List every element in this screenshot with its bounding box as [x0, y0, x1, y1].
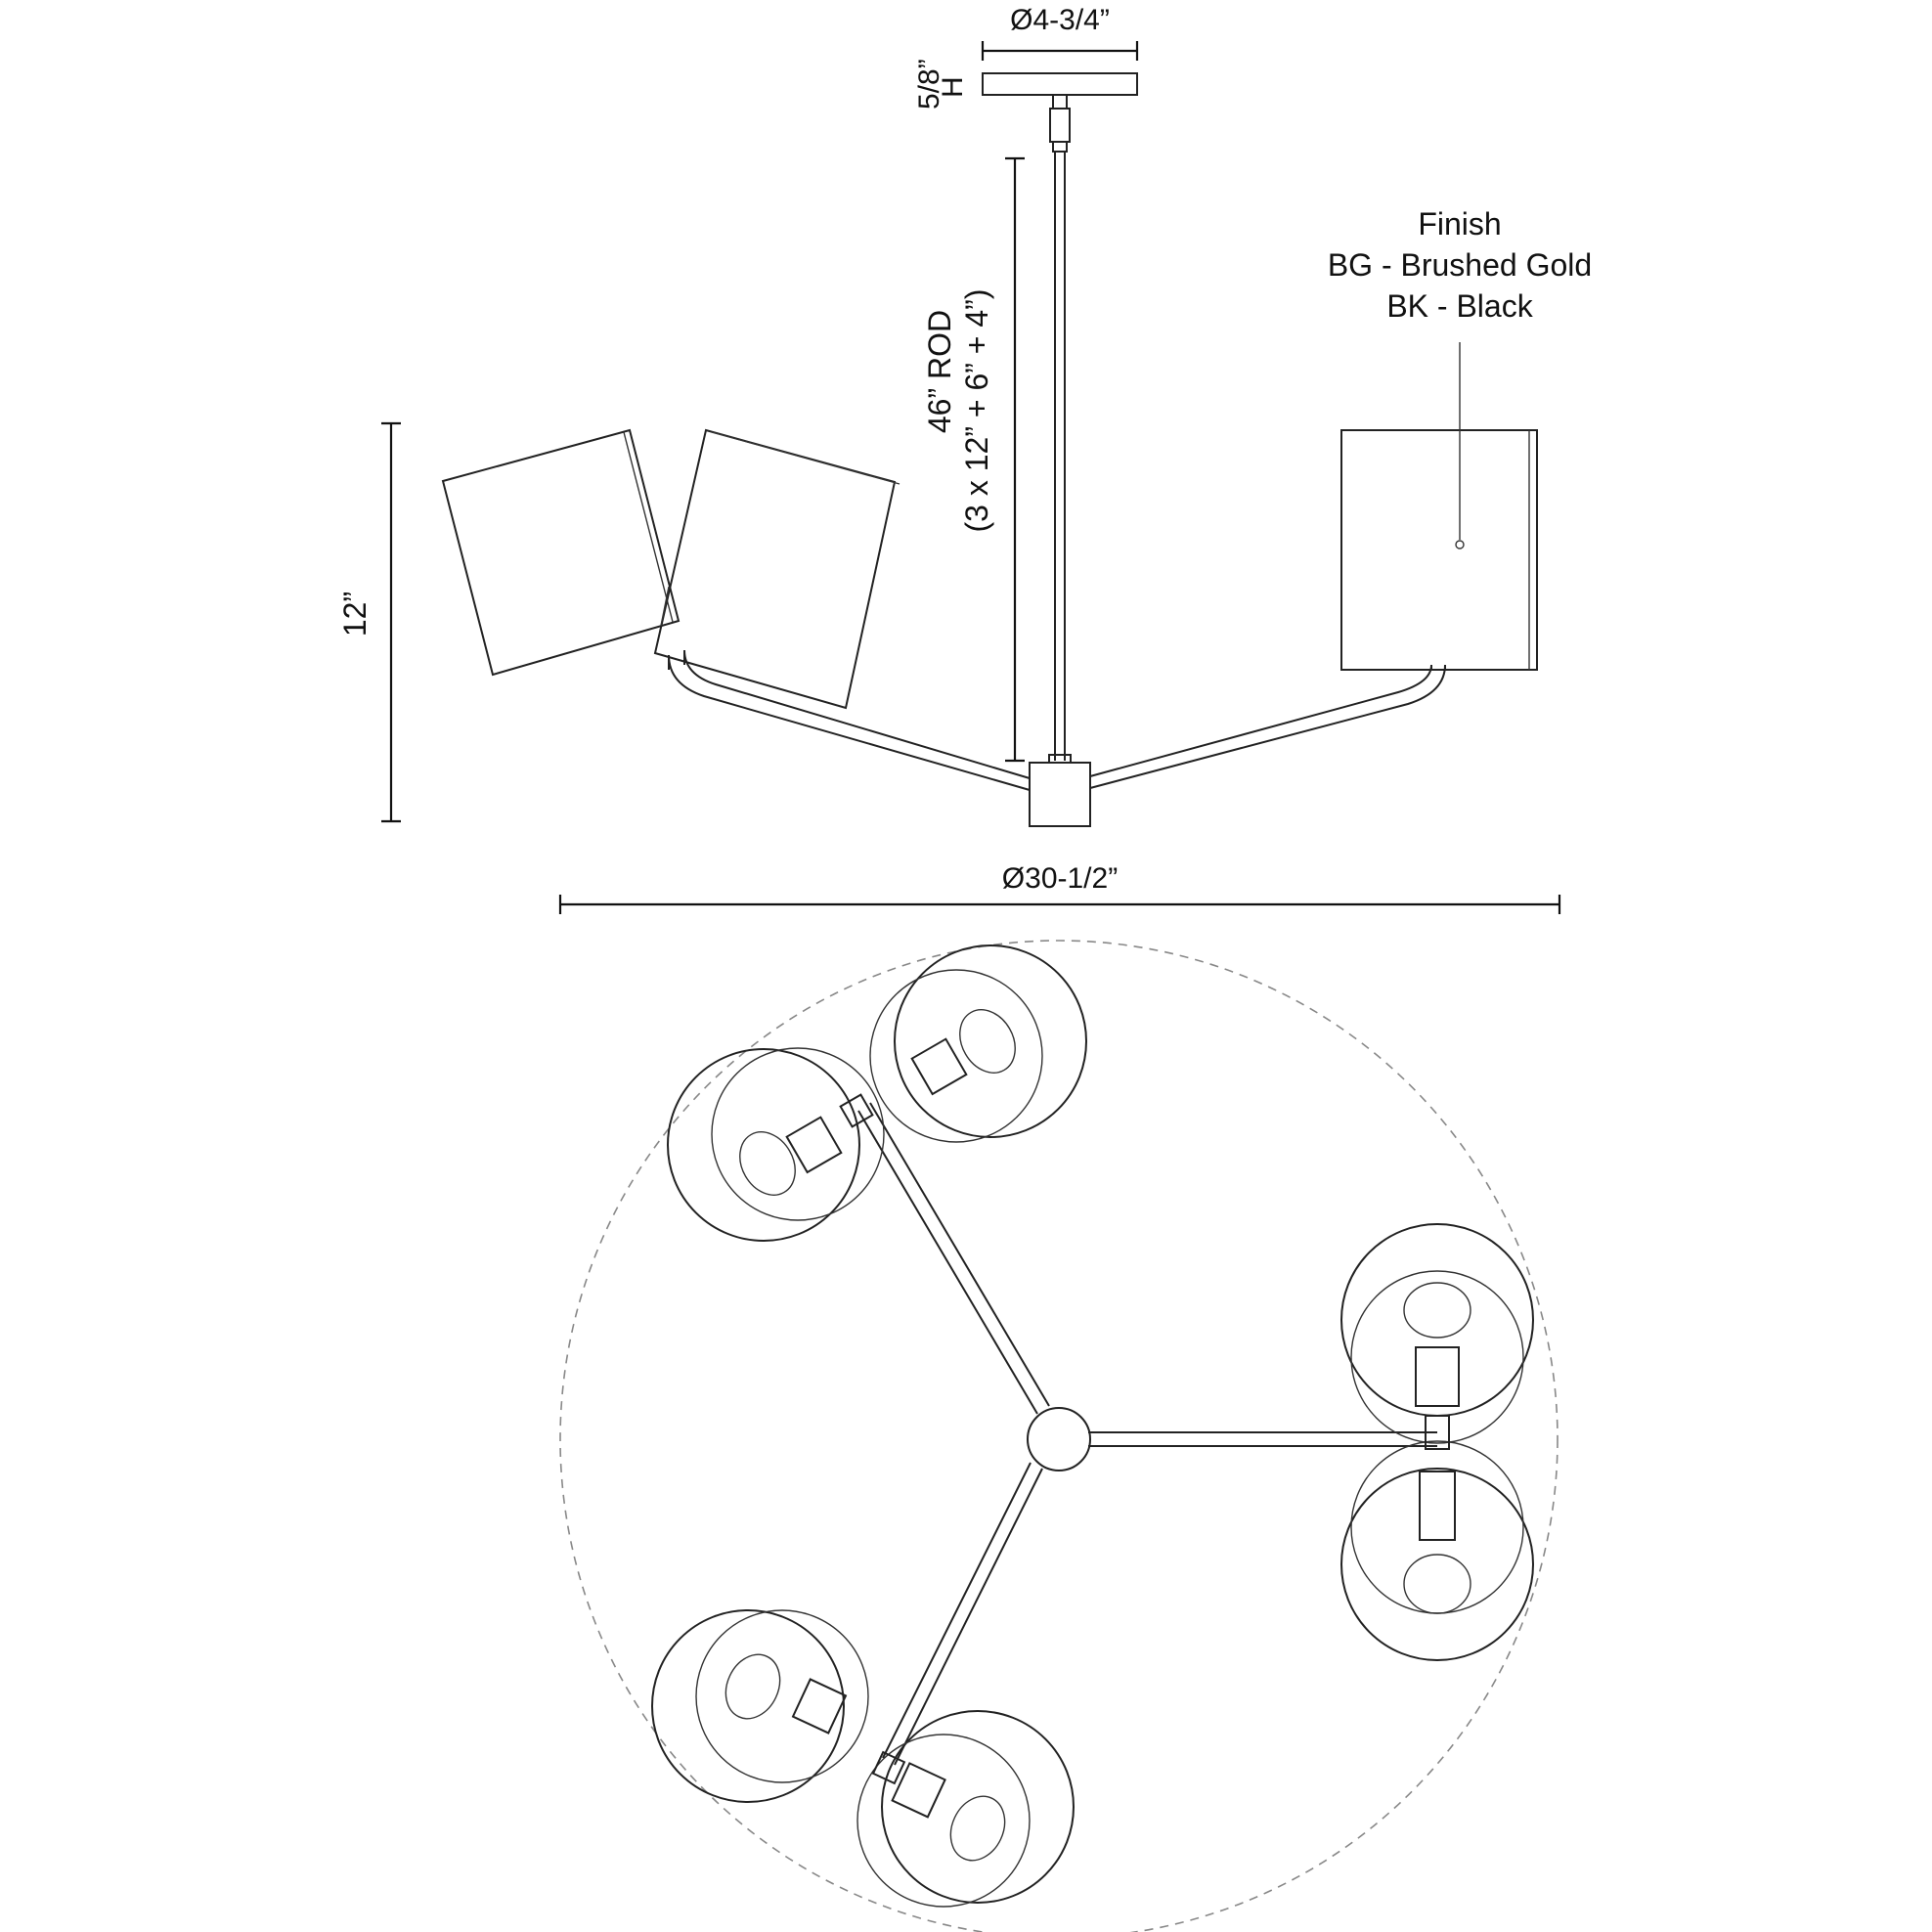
- finish-leader: [1455, 342, 1465, 549]
- right-shade: [1340, 429, 1538, 671]
- left-front-shade: [653, 428, 900, 710]
- rod-length-label: 46” ROD: [922, 310, 957, 433]
- left-back-shade: [441, 428, 681, 677]
- canopy-height-suffix: H: [937, 76, 969, 98]
- hub-cap: [1048, 754, 1072, 764]
- height-label: 12”: [337, 592, 373, 637]
- upper-left-light-pair: [667, 944, 1087, 1242]
- spread-circle: [559, 940, 1559, 1932]
- left-arm: [668, 649, 1031, 791]
- side-view: Ø4-3/4” 5/8” H 46” ROD (3 x 12” + 6” + 4…: [337, 4, 1592, 827]
- right-light-pair: [1340, 1223, 1534, 1661]
- height-dimension: 12”: [337, 421, 401, 823]
- top-arm-lower: [882, 1462, 1043, 1766]
- top-arm-upper: [857, 1102, 1050, 1415]
- canopy-height-label: 5/8”: [913, 59, 945, 110]
- right-arm: [1089, 664, 1446, 789]
- hub-block: [1029, 762, 1091, 827]
- rod-length-dimension: 46” ROD (3 x 12” + 6” + 4”): [922, 156, 1025, 763]
- top-view: [559, 940, 1559, 1932]
- finish-title: Finish: [1418, 206, 1501, 242]
- finish-callout: Finish BG - Brushed Gold BK - Black: [1328, 206, 1592, 324]
- rod-coupler: [1049, 94, 1071, 153]
- canopy-diameter-dimension: Ø4-3/4”: [981, 4, 1139, 61]
- socket-lower-left-b: [891, 1762, 1006, 1862]
- socket-lower-left-a: [724, 1653, 848, 1734]
- finish-option-bg: BG - Brushed Gold: [1328, 247, 1592, 283]
- canopy-diameter-label: Ø4-3/4”: [1010, 4, 1110, 36]
- socket-upper-left-a: [910, 1009, 1016, 1096]
- top-arm-right: [1088, 1431, 1437, 1447]
- finish-option-bk: BK - Black: [1386, 288, 1533, 324]
- fixture-diameter-dimension: Ø30-1/2”: [558, 862, 1561, 914]
- rod: [1054, 152, 1066, 761]
- socket-right-b: [1403, 1471, 1471, 1614]
- socket-right-a: [1403, 1282, 1471, 1407]
- rod-breakdown-label: (3 x 12” + 6” + 4”): [959, 289, 994, 533]
- socket-upper-left-b: [739, 1116, 843, 1196]
- canopy-height-dimension: 5/8” H: [913, 59, 969, 110]
- canopy-plate: [982, 72, 1138, 96]
- fixture-diameter-label: Ø30-1/2”: [1002, 862, 1118, 895]
- lower-left-light-pair: [651, 1609, 1075, 1908]
- top-hub: [1027, 1407, 1091, 1471]
